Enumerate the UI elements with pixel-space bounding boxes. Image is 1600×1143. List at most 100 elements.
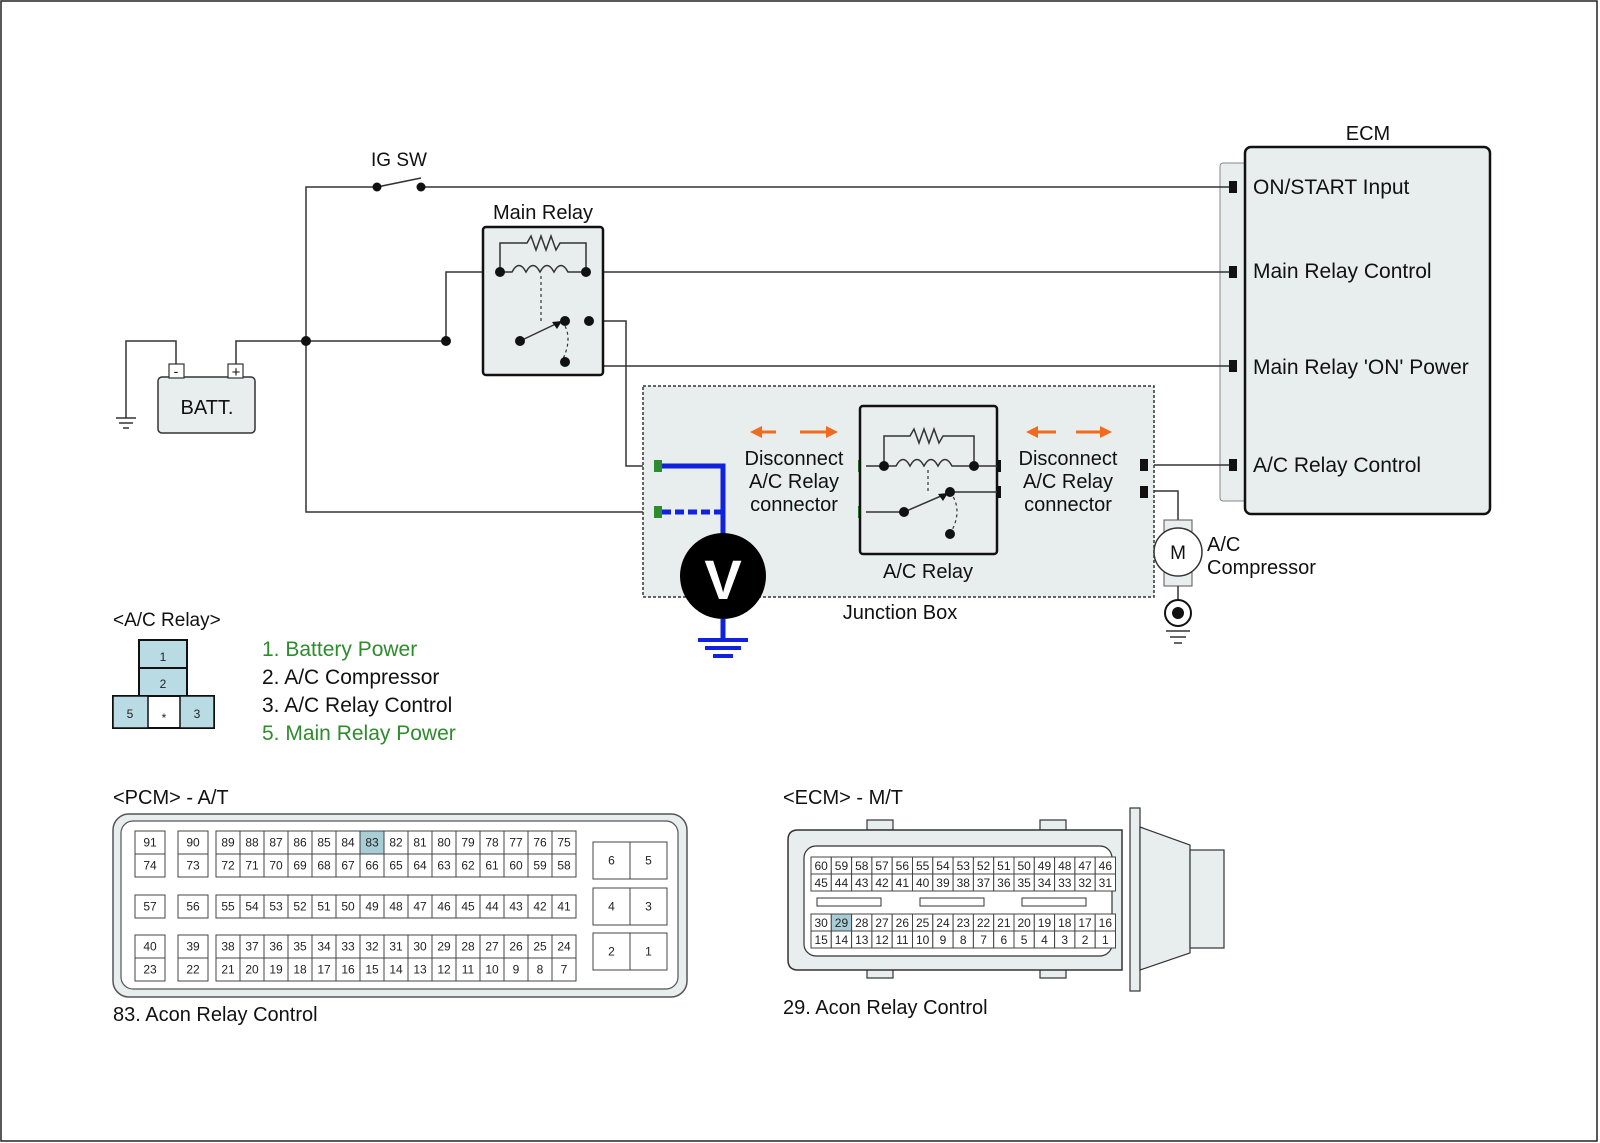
- disconnect-right-line2: A/C Relay: [1023, 471, 1113, 493]
- pin-label: 64: [413, 859, 427, 873]
- ecm-title: ECM: [1346, 123, 1390, 145]
- pcm-connector-title: <PCM> - A/T: [113, 787, 229, 809]
- pin-label: 10: [916, 933, 930, 947]
- ac-relay-connector-title: <A/C Relay>: [113, 610, 221, 631]
- pin-label: 60: [509, 859, 523, 873]
- pin-label: 81: [413, 836, 427, 850]
- pin-label: 39: [936, 876, 950, 890]
- pin-label: 28: [461, 940, 475, 954]
- pin-label: 16: [341, 963, 355, 977]
- pin-label: 56: [186, 900, 200, 914]
- pin-label: 47: [413, 900, 427, 914]
- pin-label: 74: [143, 859, 157, 873]
- ecm-main-relay-on-power: Main Relay 'ON' Power: [1253, 356, 1469, 379]
- pin-label: 11: [462, 963, 475, 977]
- pin-label: 10: [485, 963, 499, 977]
- pin-label: 63: [437, 859, 451, 873]
- pin-label: 9: [940, 933, 947, 947]
- pin-label: 62: [461, 859, 475, 873]
- pin-label: 1: [1102, 933, 1109, 947]
- pin-label: 84: [341, 836, 355, 850]
- pin-label: 14: [389, 963, 403, 977]
- pin-label: 30: [413, 940, 427, 954]
- pin-label: 87: [269, 836, 283, 850]
- pin-label: 72: [221, 859, 235, 873]
- pin-label: 73: [186, 859, 200, 873]
- pin-label: 65: [389, 859, 403, 873]
- ac-relay-label: A/C Relay: [883, 561, 973, 583]
- legend-item: 2. A/C Compressor: [262, 666, 439, 689]
- pin-label: 90: [186, 836, 200, 850]
- pin-label: 45: [814, 876, 828, 890]
- pin-label: 14: [835, 933, 849, 947]
- pin-label: 18: [1058, 916, 1072, 930]
- pin-label: 44: [485, 900, 499, 914]
- junction-box-label: Junction Box: [843, 602, 958, 624]
- pin-label: 91: [143, 836, 157, 850]
- pin-label: 32: [365, 940, 379, 954]
- pin-label: 33: [341, 940, 355, 954]
- ac-relay-pin-5: 5: [127, 707, 134, 721]
- pin-label: 7: [561, 963, 568, 977]
- pin-label: 44: [835, 876, 849, 890]
- pin-label: 16: [1099, 916, 1113, 930]
- pin-label: 25: [533, 940, 547, 954]
- ac-relay-pin-star: *: [162, 711, 167, 725]
- pin-label: 32: [1078, 876, 1092, 890]
- ac-relay-pin-3: 3: [194, 707, 201, 721]
- pin-label: 66: [365, 859, 379, 873]
- pin-label: 50: [1017, 859, 1031, 873]
- ac-relay-pin-2: 2: [160, 677, 167, 691]
- legend-item: 5. Main Relay Power: [262, 722, 456, 745]
- pin-label: 22: [186, 963, 200, 977]
- pin-label: 37: [245, 940, 259, 954]
- pin-label: 12: [875, 933, 889, 947]
- pin-label: 54: [936, 859, 950, 873]
- pin-label: 89: [221, 836, 235, 850]
- pin-label: 47: [1078, 859, 1092, 873]
- pin-label: 85: [317, 836, 331, 850]
- pin-label: 70: [269, 859, 283, 873]
- pin-label: 26: [509, 940, 523, 954]
- pin-label: 8: [960, 933, 967, 947]
- battery: - + BATT.: [157, 363, 256, 434]
- wires: [116, 177, 1229, 520]
- pin-label: 58: [855, 859, 869, 873]
- voltmeter[interactable]: V: [680, 533, 766, 658]
- pin-label: 42: [875, 876, 889, 890]
- pin-label: 23: [143, 963, 157, 977]
- pin-label: 80: [437, 836, 451, 850]
- pin-label: 56: [896, 859, 910, 873]
- pin-label: 46: [1099, 859, 1113, 873]
- main-relay-label: Main Relay: [493, 202, 593, 224]
- pin-label: 29: [835, 916, 849, 930]
- battery-label: BATT.: [181, 397, 234, 419]
- pin-label: 22: [977, 916, 991, 930]
- pin-label: 45: [461, 900, 475, 914]
- pin-label: 13: [413, 963, 427, 977]
- legend-item: 1. Battery Power: [262, 638, 417, 661]
- ac-relay-pin-1: 1: [160, 650, 167, 664]
- pin-label: 43: [855, 876, 869, 890]
- pin-label: 77: [509, 836, 523, 850]
- pin-label: 67: [341, 859, 355, 873]
- ecm-on-start-input: ON/START Input: [1253, 176, 1410, 199]
- pin-label: 59: [835, 859, 849, 873]
- pin-label: 39: [186, 940, 200, 954]
- disconnect-left-line2: A/C Relay: [749, 471, 839, 493]
- pin-label: 8: [537, 963, 544, 977]
- pin-label: 49: [1038, 859, 1052, 873]
- pin-label: 57: [875, 859, 889, 873]
- pin-label: 71: [245, 859, 259, 873]
- pin-label: 4: [608, 900, 615, 914]
- pin-label: 49: [365, 900, 379, 914]
- ecm-main-relay-control: Main Relay Control: [1253, 260, 1432, 283]
- pin-label: 83: [365, 836, 379, 850]
- pin-label: 55: [221, 900, 235, 914]
- pin-label: 88: [245, 836, 259, 850]
